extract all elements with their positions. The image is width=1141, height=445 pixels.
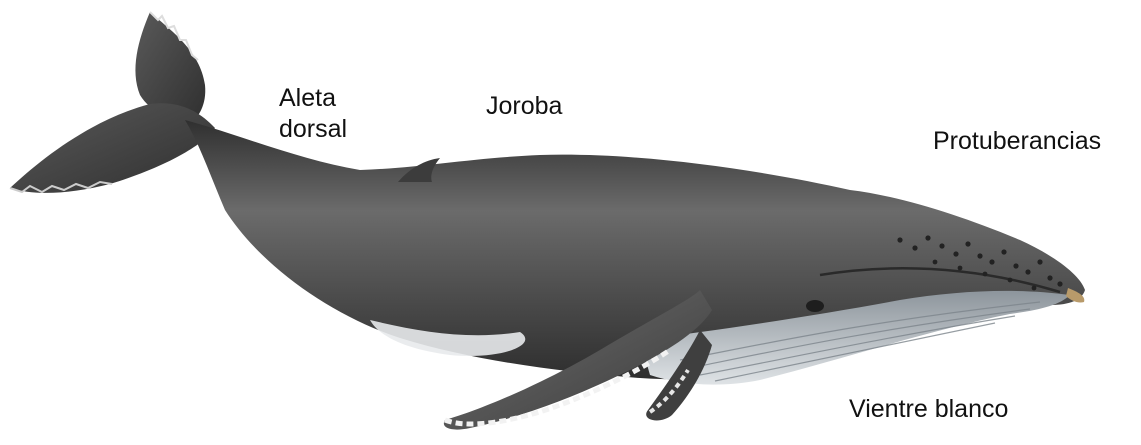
label-protuberancias: Protuberancias: [933, 126, 1101, 157]
label-vientre-blanco: Vientre blanco: [849, 394, 1008, 425]
tail-fluke: [10, 12, 215, 193]
label-joroba: Joroba: [486, 91, 562, 122]
label-aleta-dorsal: Aleta dorsal: [279, 83, 347, 145]
eye-icon: [806, 300, 824, 312]
